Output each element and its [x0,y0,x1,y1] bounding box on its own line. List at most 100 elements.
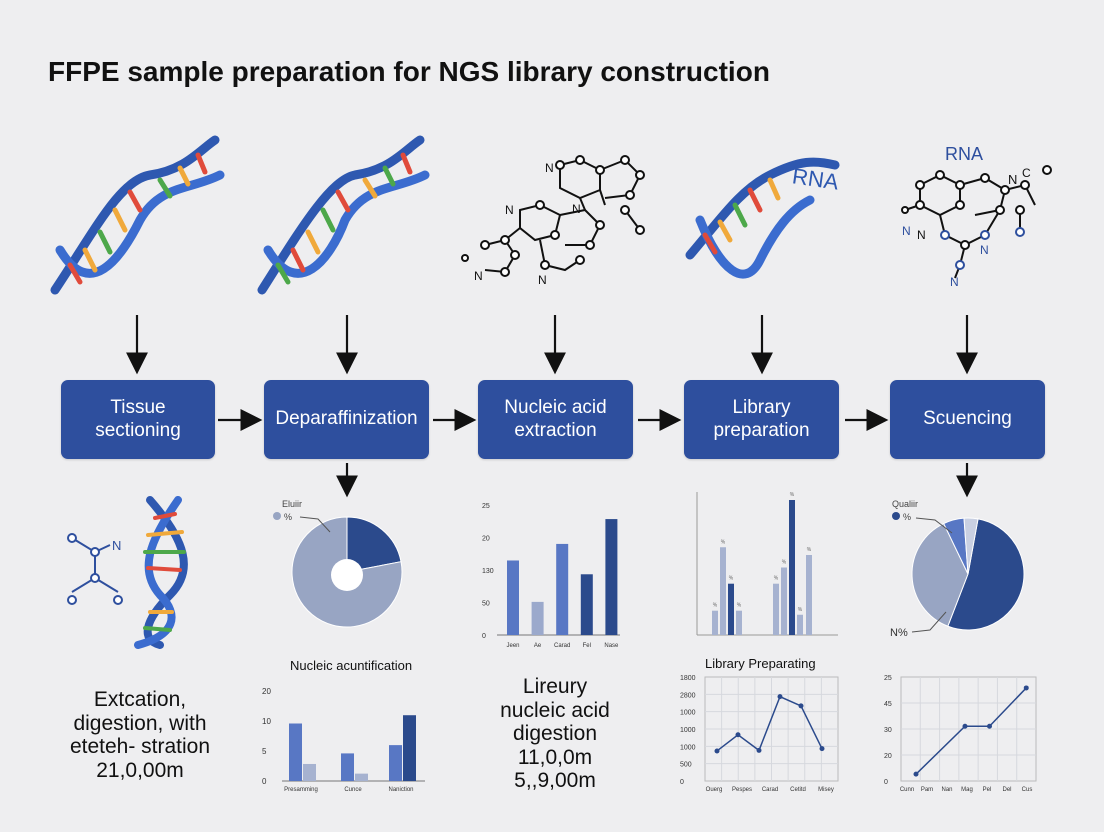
pie-slice-1 [911,522,969,627]
svg-text:N: N [572,202,581,216]
data-point-2 [987,723,992,729]
y-tick-label: 25 [884,675,892,682]
series-line [915,687,1027,775]
svg-text:N: N [902,224,911,238]
bar-light-2 [389,745,402,781]
data-point-1 [962,723,968,729]
svg-text:C: C [1022,166,1031,180]
legend-label-0: Qualiir [892,499,918,509]
bar-a-1 [773,583,779,635]
data-point-3 [1023,685,1029,691]
chart-title-library: Library Preparating [705,656,816,671]
bar-data-label: % [721,539,726,545]
leader-line [299,516,331,533]
bar-pale-1 [355,773,368,781]
y-tick-label: 50 [482,601,490,608]
svg-text:N: N [950,275,959,289]
bar-data-label: % [782,560,787,566]
y-tick-label: 25 [482,503,490,510]
bar-data-label: % [774,576,779,582]
step-sequencing: Scuencing [890,380,1045,459]
rna-title: RNA [945,144,983,164]
rna-molecule-icon: RNA N C N N N N [901,144,1052,289]
step-deparaffinization: Deparaffinization [264,380,429,459]
bar-data-label: % [729,576,734,582]
bar-extra [806,555,812,635]
bar-carad [556,543,569,635]
bar-c-0 [728,583,734,635]
bar-light-0 [289,723,302,781]
caption-library-digestion: Lireury nucleic acid digestion 11,0,0m 5… [500,675,610,793]
legend-swatch [892,512,900,520]
y-tick-label: 20 [482,536,490,543]
y-tick-label: 0 [262,777,267,786]
x-tick-label: Carad [762,787,778,793]
y-tick-label: 1000 [680,727,696,734]
bar-d-0 [736,610,742,635]
svg-text:N: N [505,203,514,217]
series-line [716,695,823,752]
svg-text:N: N [1008,172,1017,187]
bar-chart-library: %%%%%%%%% [696,492,838,636]
data-point-5 [819,746,825,752]
dna-helix-icon-3 [134,496,188,649]
step-nucleic-acid-extraction: Nucleic acid extraction [478,380,633,459]
bar-fel [580,574,593,635]
svg-text:N: N [980,243,989,257]
dna-helix-icon-1 [50,135,225,295]
bar-ae [531,601,544,635]
leader-line [915,517,953,534]
x-tick-label: Del [1002,787,1011,793]
svg-text:N: N [538,273,547,287]
y-tick-label: 5 [262,747,267,756]
x-tick-label: Pel [983,787,992,793]
y-tick-label: 45 [884,701,892,708]
x-tick-label: Ouerg [706,787,723,793]
bar-a-0 [712,610,718,635]
step-tissue-sectioning: Tissue sectioning [61,380,215,459]
pie-chart-deparaffinization: Eluiir% [273,499,403,628]
chart-title-quantification: Nucleic acuntification [290,658,413,673]
bar-data-label: % [798,607,803,613]
pie-slice-0 [947,518,1025,631]
x-tick-label: Pespes [732,787,752,793]
small-molecule-icon: N [67,533,123,605]
y-tick-label: 1000 [680,710,696,717]
dna-helix-icon-2 [257,135,430,295]
y-tick-label: 30 [884,727,892,734]
legend-label-0: Eluiir [282,499,302,509]
y-tick-label: 500 [680,762,692,769]
bar-c-1 [789,500,795,635]
step-library-preparation: Library preparation [684,380,839,459]
x-tick-label: Nase [604,643,619,649]
data-point-2 [756,747,762,753]
x-tick-label: Mag [961,787,973,793]
x-tick-label: Nan [941,787,952,793]
legend-label-1: % [903,512,911,522]
bar-dark-2 [403,715,416,781]
flow-arrows [126,315,978,498]
data-point-3 [777,694,783,700]
x-tick-label: Fel [583,643,591,649]
rna-helix-icon: RNA [685,157,841,279]
y-tick-label: 1800 [680,675,696,682]
donut-hole [331,559,363,591]
svg-text:N: N [474,269,483,283]
x-tick-label: Ae [534,643,542,649]
y-tick-label: 0 [482,633,486,640]
x-tick-label: Presamming [284,787,318,793]
x-tick-label: Misey [818,787,834,793]
bar-data-label: % [790,492,795,498]
x-tick-label: Cunce [344,787,362,793]
y-tick-label: 130 [482,568,494,575]
rna-helix-label: RNA [791,163,841,194]
y-tick-label: 0 [680,779,684,786]
x-tick-label: Naniction [388,787,413,793]
x-tick-label: Carad [554,643,570,649]
bar-light-1 [341,753,354,781]
